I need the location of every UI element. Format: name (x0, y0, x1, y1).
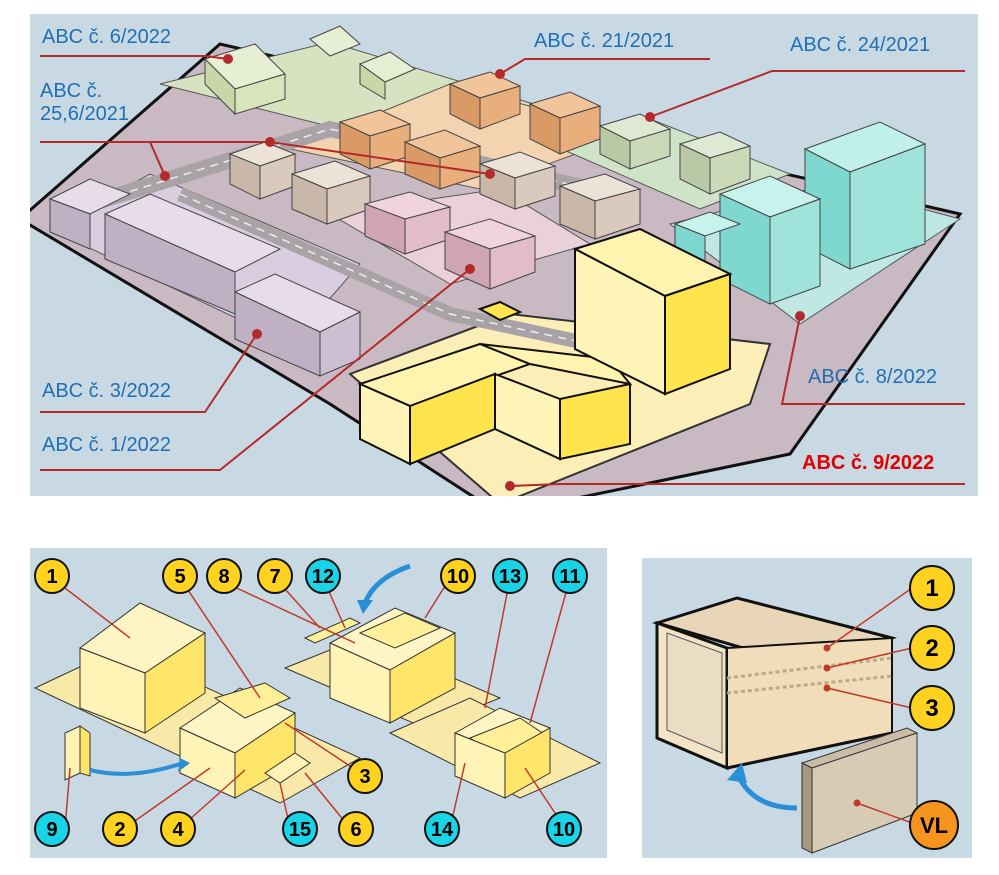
construction-parts-panel: 1 5 8 7 12 10 13 11 3 9 2 4 15 6 14 10 (30, 548, 607, 858)
badge-10a: 10 (440, 558, 476, 594)
house-2 (178, 682, 311, 799)
leader-abc-9-2022 (509, 483, 965, 487)
lilac-blocks (48, 178, 362, 377)
leader-lines (40, 55, 965, 487)
label-abc-6-2022: ABC č. 6/2022 (42, 26, 171, 48)
arrow-door-head (178, 758, 190, 772)
badge-br-2: 2 (909, 625, 955, 671)
arrow-vl-to-box-head (727, 763, 747, 783)
badge-15: 15 (282, 811, 318, 847)
block-11 (453, 707, 552, 799)
yellow-tall-building (572, 227, 733, 396)
badge-11: 11 (552, 558, 588, 594)
box-inner (666, 632, 723, 754)
block-10a (303, 607, 457, 724)
svg-text:11: 11 (559, 566, 580, 588)
svg-text:1: 1 (46, 566, 57, 588)
door-piece-9 (64, 725, 91, 781)
leader-abc-8-2022 (780, 315, 965, 405)
badge-br-1: 1 (909, 565, 955, 611)
svg-text:12: 12 (312, 566, 334, 588)
badge-3: 3 (347, 758, 383, 794)
svg-text:2: 2 (114, 819, 125, 841)
cyan-blocks (673, 121, 927, 305)
vl-panel (800, 727, 919, 854)
svg-text:3: 3 (359, 766, 370, 788)
arrow-vl-to-box (734, 771, 798, 811)
svg-text:4: 4 (172, 819, 184, 841)
badge-br-3: 3 (909, 685, 955, 731)
svg-text:6: 6 (350, 819, 361, 841)
bl-badges: 1 5 8 7 12 10 13 11 3 9 2 4 15 6 14 10 (34, 558, 588, 847)
badge-10b: 10 (546, 811, 582, 847)
label-abc-25-6-2021: ABC č. 25,6/2021 (40, 80, 129, 125)
wall-layers-panel: 1 2 3 VL (642, 558, 972, 858)
badge-8: 8 (206, 558, 242, 594)
arrow-roof-drop-head (357, 600, 373, 614)
yellow-l-building (357, 300, 633, 466)
label-abc-9-2022: ABC č. 9/2022 (802, 452, 935, 474)
svg-text:1: 1 (925, 575, 938, 602)
leader-abc-3-2022 (40, 333, 258, 413)
street-2-dash (179, 193, 591, 345)
svg-text:8: 8 (218, 566, 229, 588)
leader-abc-24-2021 (649, 70, 965, 118)
svg-text:10: 10 (553, 819, 575, 841)
block-1 (78, 602, 207, 734)
leader-abc-1-2022 (40, 268, 471, 471)
label-abc-1-2022: ABC č. 1/2022 (42, 434, 171, 456)
badge-4: 4 (160, 811, 196, 847)
badge-14: 14 (424, 811, 460, 847)
box-bottom-edge (726, 731, 893, 770)
urban-plan-panel: ABC č. 6/2022 ABC č. 25,6/2021 ABC č. 21… (30, 14, 978, 496)
label-abc-24-2021: ABC č. 24/2021 (790, 34, 931, 56)
svg-text:10: 10 (447, 566, 469, 588)
svg-text:5: 5 (174, 566, 185, 588)
badge-5: 5 (162, 558, 198, 594)
arrow-door-to-house (89, 762, 181, 776)
wall-layers-diagram: 1 2 3 VL (651, 565, 959, 854)
construction-parts-diagram: 1 5 8 7 12 10 13 11 3 9 2 4 15 6 14 10 (33, 558, 602, 847)
green-houses (204, 25, 417, 116)
leader-abc-25-6-2021-b (149, 141, 166, 177)
svg-text:2: 2 (925, 635, 938, 662)
badge-13: 13 (492, 558, 528, 594)
badge-12: 12 (305, 558, 341, 594)
svg-text:15: 15 (289, 819, 311, 841)
arrow-roof-drop (362, 563, 411, 605)
badge-9: 9 (34, 811, 70, 847)
svg-text:14: 14 (431, 819, 454, 841)
badge-6: 6 (338, 811, 374, 847)
br-leader-lines (826, 587, 913, 824)
br-dots (823, 644, 861, 807)
svg-text:9: 9 (46, 819, 57, 841)
pink-blocks (363, 191, 537, 290)
badge-br-vl: VL (909, 800, 959, 850)
leader-dots (160, 54, 805, 491)
svg-text:3: 3 (925, 695, 938, 722)
label-abc-21-2021: ABC č. 21/2021 (534, 30, 675, 52)
leader-abc-21-2021 (499, 58, 710, 75)
urban-plan-diagram (30, 25, 965, 496)
badge-2: 2 (102, 811, 138, 847)
svg-text:7: 7 (269, 566, 280, 588)
svg-text:13: 13 (499, 566, 521, 588)
badge-1: 1 (34, 558, 70, 594)
badge-7: 7 (257, 558, 293, 594)
label-abc-3-2022: ABC č. 3/2022 (42, 380, 171, 402)
leader-abc-6-2022 (40, 55, 229, 60)
br-badges: 1 2 3 VL (909, 565, 959, 850)
orange-blocks (338, 71, 602, 190)
label-abc-8-2022: ABC č. 8/2022 (808, 366, 937, 388)
svg-text:VL: VL (920, 813, 948, 838)
